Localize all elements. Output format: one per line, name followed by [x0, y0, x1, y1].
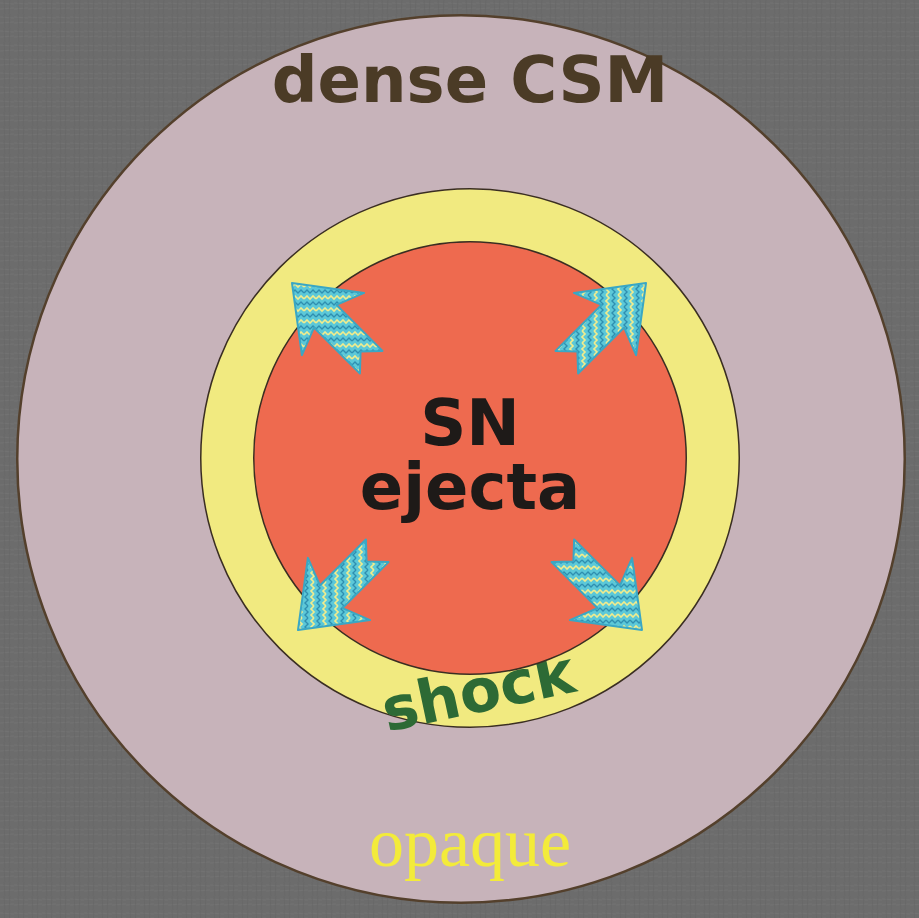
- text-holder: dense CSM: [260, 50, 680, 111]
- expansion-arrow: [267, 520, 408, 661]
- text-holder: opaque: [290, 804, 650, 881]
- expansion-arrow: [536, 252, 677, 393]
- csm-circle-shape: [17, 15, 905, 903]
- csm-circle: dense CSM opaque shockSN ejecta: [16, 14, 906, 904]
- expansion-arrow: [261, 252, 402, 393]
- expansion-arrow: [532, 520, 673, 661]
- ejecta-circle-shape: [254, 242, 687, 675]
- shock-ring: shockSN ejecta: [200, 188, 740, 728]
- property-label: opaque: [369, 804, 571, 881]
- shock-ring-shape: [201, 189, 740, 728]
- ejecta-circle: SN ejecta: [253, 241, 687, 675]
- ejecta-label: SN ejecta: [320, 391, 620, 519]
- text-holder: SN ejecta: [320, 391, 620, 519]
- region-label: dense CSM: [272, 50, 669, 111]
